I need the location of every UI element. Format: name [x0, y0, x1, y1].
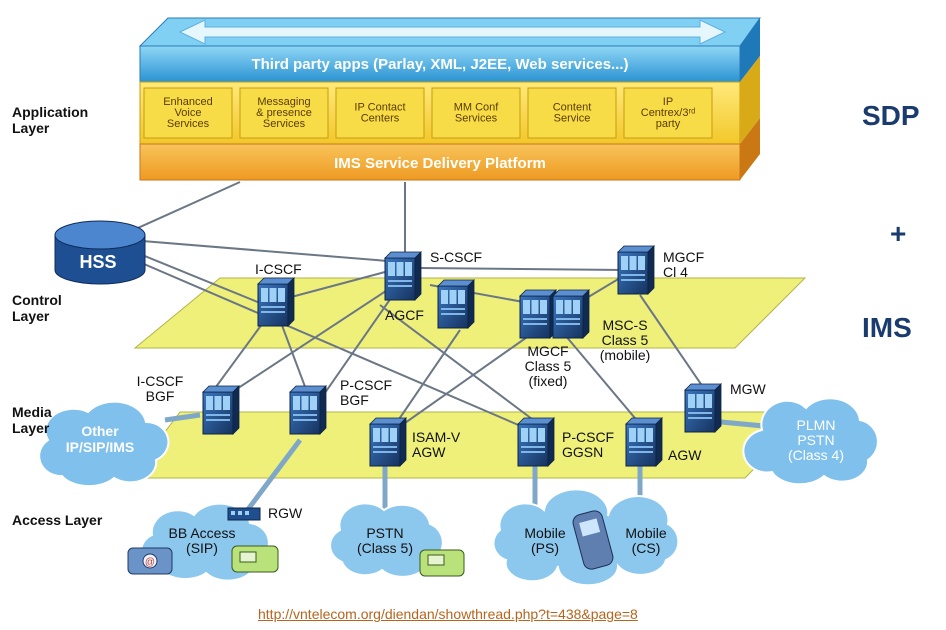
- access-layer-label: Access Layer: [12, 512, 103, 528]
- bb-access-label: BB Access(SIP): [169, 525, 236, 556]
- application-stack: Third party apps (Parlay, XML, J2EE, Web…: [138, 17, 761, 181]
- server-icon: [289, 385, 327, 435]
- scscf-label: S-CSCF: [430, 249, 482, 265]
- service-box: [431, 87, 521, 139]
- hss-database-icon: HSS: [54, 220, 146, 285]
- server-icon: [257, 277, 295, 327]
- control-layer-label: Control Layer: [12, 292, 62, 324]
- server-icon: [202, 385, 240, 435]
- icscf-label: I-CSCF: [255, 261, 302, 277]
- server-icon: [617, 245, 655, 295]
- pstn-label: PSTN(Class 5): [357, 525, 413, 556]
- server-icon: [517, 417, 555, 467]
- service-box: [239, 87, 329, 139]
- third-party-apps-banner: Third party apps (Parlay, XML, J2EE, Web…: [251, 56, 628, 73]
- media-layer-label: Media Layer: [12, 404, 52, 436]
- server-icon: [519, 289, 557, 339]
- server-icon: [384, 251, 422, 301]
- cloud-other: [38, 400, 170, 488]
- ims-platform-label: IMS Service Delivery Platform: [334, 155, 546, 172]
- agcf-label: AGCF: [385, 307, 424, 323]
- plus-label: +: [890, 218, 907, 249]
- service-box: [527, 87, 617, 139]
- mgw-label: MGW: [730, 381, 767, 397]
- application-layer-label: Application Layer: [12, 104, 89, 136]
- mobile-phone-icon: [572, 510, 614, 570]
- hss-label: HSS: [79, 252, 116, 272]
- rgw-device-icon: [227, 507, 261, 521]
- server-icon: [625, 417, 663, 467]
- service-box: [143, 87, 233, 139]
- service-box: [623, 87, 713, 139]
- sdp-label: SDP: [862, 100, 920, 131]
- mobile-ps-label: Mobile(PS): [524, 525, 565, 556]
- phone-icon: [419, 549, 465, 577]
- double-arrow-icon: [178, 19, 727, 45]
- service-box: [335, 87, 425, 139]
- svg-text:@: @: [145, 557, 155, 568]
- ims-label: IMS: [862, 312, 912, 343]
- server-icon: [369, 417, 407, 467]
- server-icon: [552, 289, 590, 339]
- source-url-link[interactable]: http://vntelecom.org/diendan/showthread.…: [258, 606, 638, 622]
- cloud-plmn: [742, 397, 879, 486]
- server-icon: [684, 383, 722, 433]
- agw-label: AGW: [668, 447, 702, 463]
- phone-icon: @: [127, 547, 173, 575]
- mobile-cs-label: Mobile(CS): [625, 525, 666, 556]
- rgw-label: RGW: [268, 505, 303, 521]
- server-icon: [437, 279, 475, 329]
- phone-icon: [231, 545, 279, 573]
